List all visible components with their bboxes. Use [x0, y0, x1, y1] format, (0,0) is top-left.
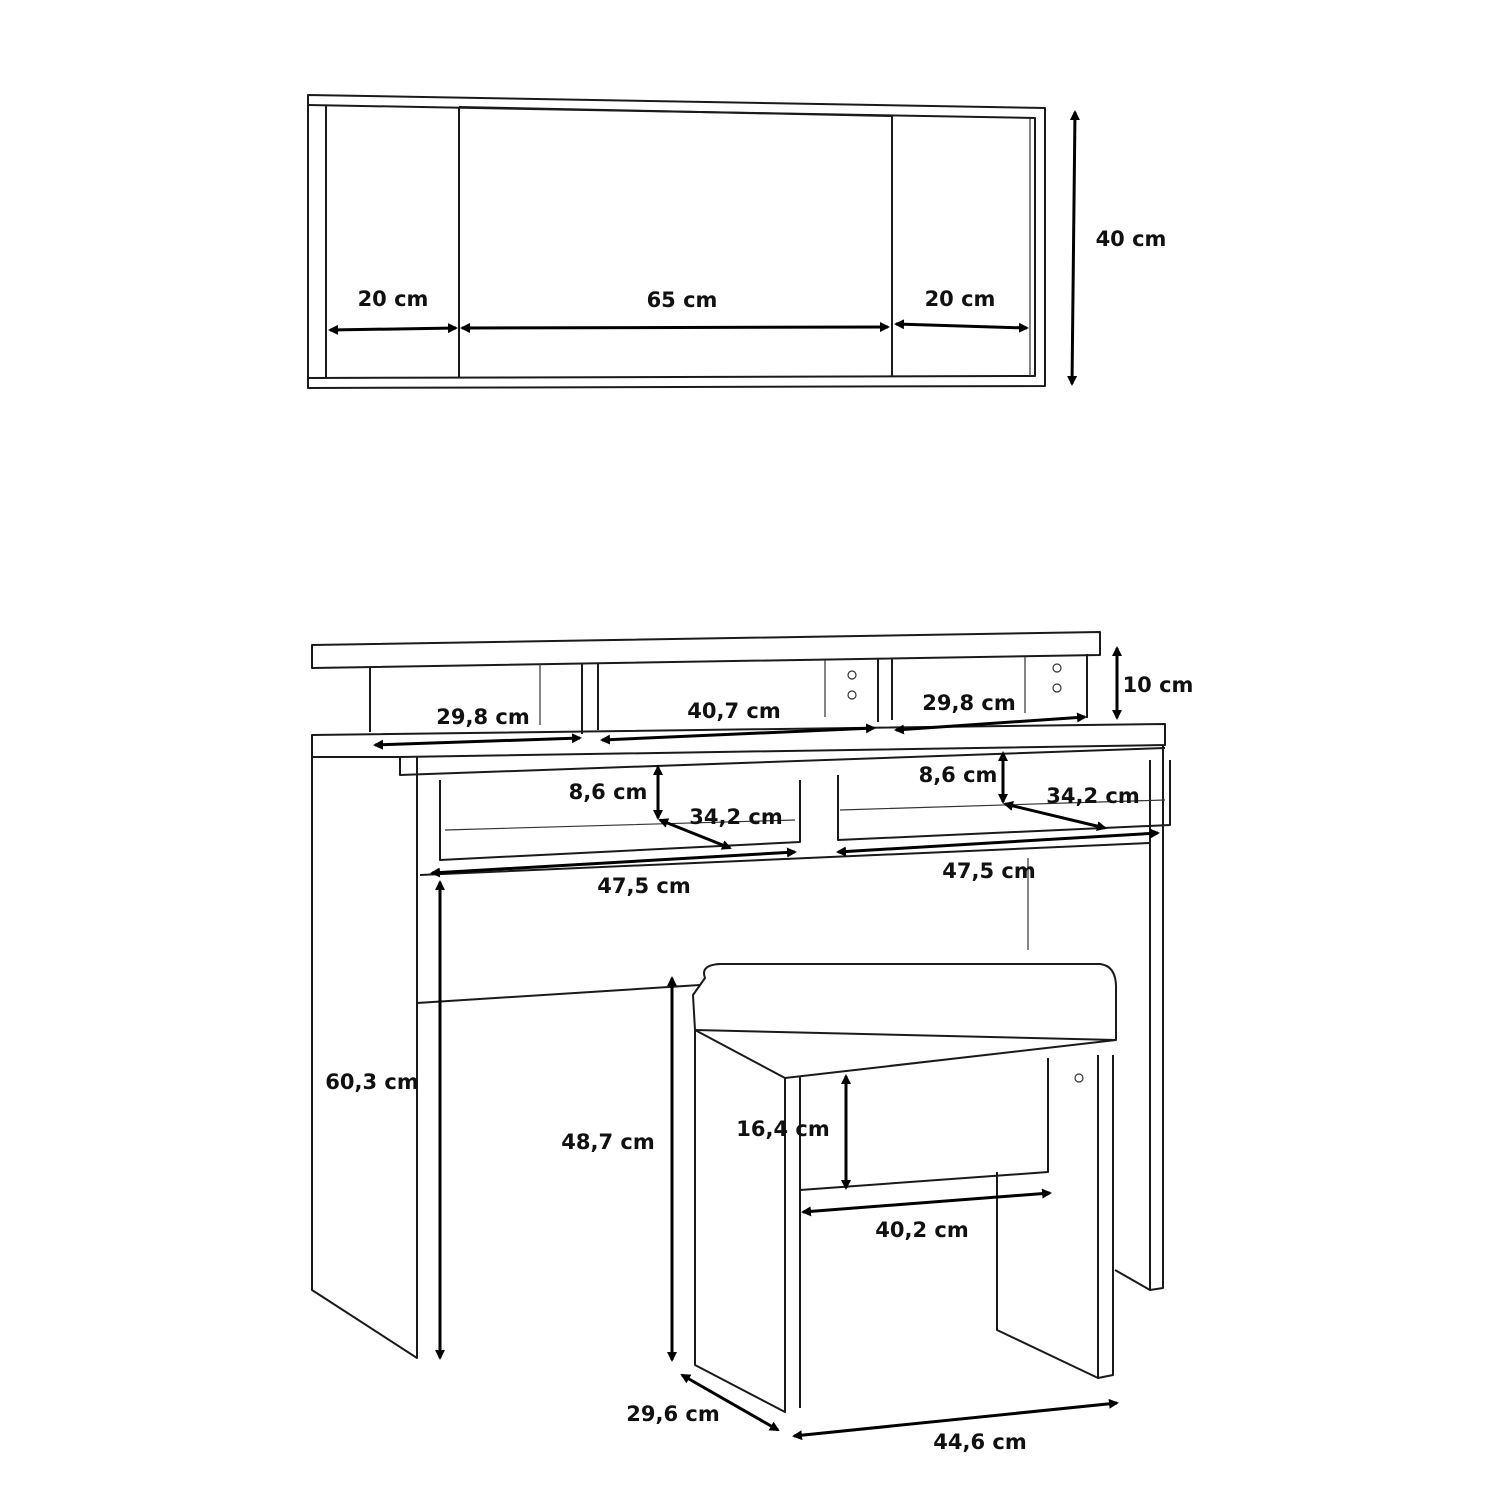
stool — [692, 963, 1118, 1413]
wall-shelf-mirror — [307, 94, 1046, 389]
stool-inner-height-label: 16,4 cm — [736, 1117, 829, 1141]
drawer-right-width-label: 47,5 cm — [942, 859, 1035, 883]
drawer-left-depth-label: 34,2 cm — [689, 805, 782, 829]
mirror-width-label: 65 cm — [647, 288, 718, 312]
shelf-center-width-label: 40,7 cm — [687, 699, 780, 723]
stool-inner-width-label: 40,2 cm — [875, 1218, 968, 1242]
drawer-left-height-label: 8,6 cm — [569, 780, 648, 804]
shelf-right-width-label: 29,8 cm — [922, 691, 1015, 715]
stool-dimensions — [667, 976, 1119, 1441]
dressing-table-dimensions — [373, 646, 1160, 1360]
stool-height-label: 48,7 cm — [561, 1130, 654, 1154]
drawer-left-width-label: 47,5 cm — [597, 874, 690, 898]
stool-width-label: 44,6 cm — [933, 1430, 1026, 1454]
drawer-right-height-label: 8,6 cm — [919, 763, 998, 787]
leg-height-label: 60,3 cm — [325, 1070, 418, 1094]
stool-depth-label: 29,6 cm — [626, 1402, 719, 1426]
wall-shelf-left-width-label: 20 cm — [358, 287, 429, 311]
drawer-right-depth-label: 34,2 cm — [1046, 784, 1139, 808]
wall-shelf-height-label: 40 cm — [1096, 227, 1167, 251]
wall-shelf-dimensions — [328, 110, 1080, 386]
shelf-left-width-label: 29,8 cm — [436, 705, 529, 729]
wall-shelf-right-width-label: 20 cm — [925, 287, 996, 311]
top-shelf-height-label: 10 cm — [1123, 673, 1194, 697]
